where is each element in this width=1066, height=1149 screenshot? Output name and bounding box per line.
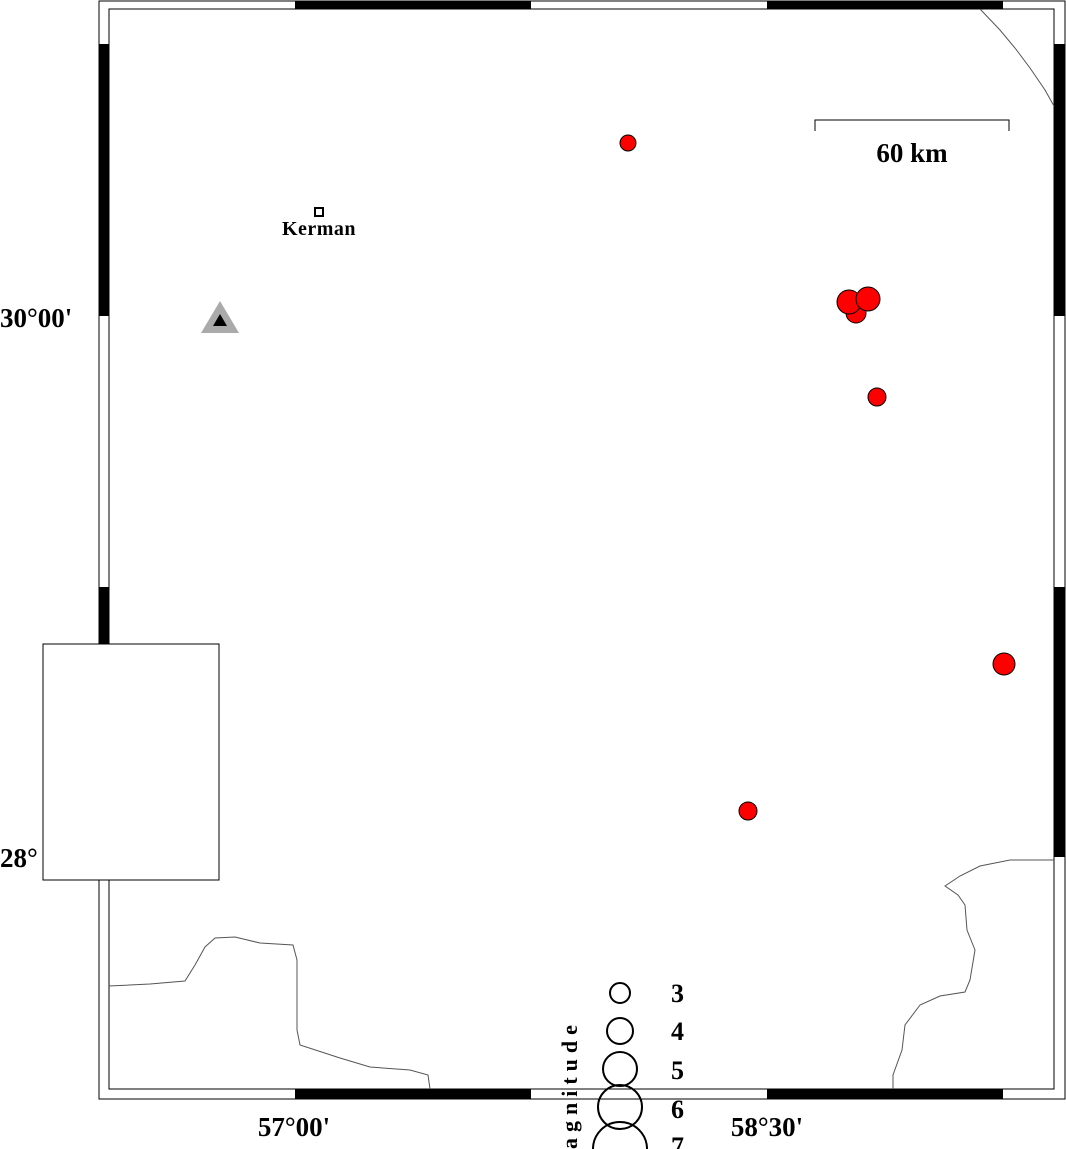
earthquake-marker[interactable] — [855, 286, 881, 312]
triangle-inner-icon — [213, 314, 227, 326]
lat-label-28: 28° — [0, 843, 38, 873]
earthquake-marker[interactable] — [992, 652, 1016, 676]
scale-bar: 60 km — [814, 119, 1010, 168]
legend-label-4: 4 — [671, 1017, 684, 1046]
scale-bar-label: 60 km — [876, 138, 948, 168]
lon-label-57: 57°00' — [258, 1112, 330, 1142]
earthquake-marker[interactable] — [867, 387, 887, 407]
legend-label-3: 3 — [671, 979, 684, 1008]
inset-map-box[interactable] — [42, 643, 220, 881]
boundary-line-southwest — [108, 936, 431, 1090]
legend-circle-6 — [597, 1084, 643, 1130]
legend-label-7: 7 — [671, 1132, 684, 1149]
earthquake-events — [619, 134, 1016, 821]
magnitude-legend: agnitude 3 4 5 6 7 — [557, 979, 684, 1149]
legend-label-6: 6 — [671, 1095, 684, 1124]
legend-circle-4 — [606, 1017, 634, 1045]
seismic-station[interactable] — [201, 301, 239, 333]
city-kerman[interactable]: Kerman — [282, 207, 356, 240]
legend-title: agnitude — [557, 1019, 582, 1149]
legend-circle-7 — [592, 1121, 648, 1149]
boundary-line-southeast — [892, 859, 1054, 1089]
earthquake-marker[interactable] — [619, 134, 637, 152]
boundary-line-northeast — [979, 8, 1055, 107]
legend-circle-5 — [602, 1051, 638, 1087]
lon-label-58-30: 58°30' — [731, 1112, 803, 1142]
earthquake-marker[interactable] — [738, 801, 758, 821]
legend-label-5: 5 — [671, 1056, 684, 1085]
legend-circle-3 — [609, 982, 631, 1004]
city-label: Kerman — [282, 218, 356, 240]
boundary-lines — [108, 8, 1055, 1090]
lat-label-30: 30°00' — [0, 303, 72, 333]
open-square-icon — [314, 207, 324, 217]
